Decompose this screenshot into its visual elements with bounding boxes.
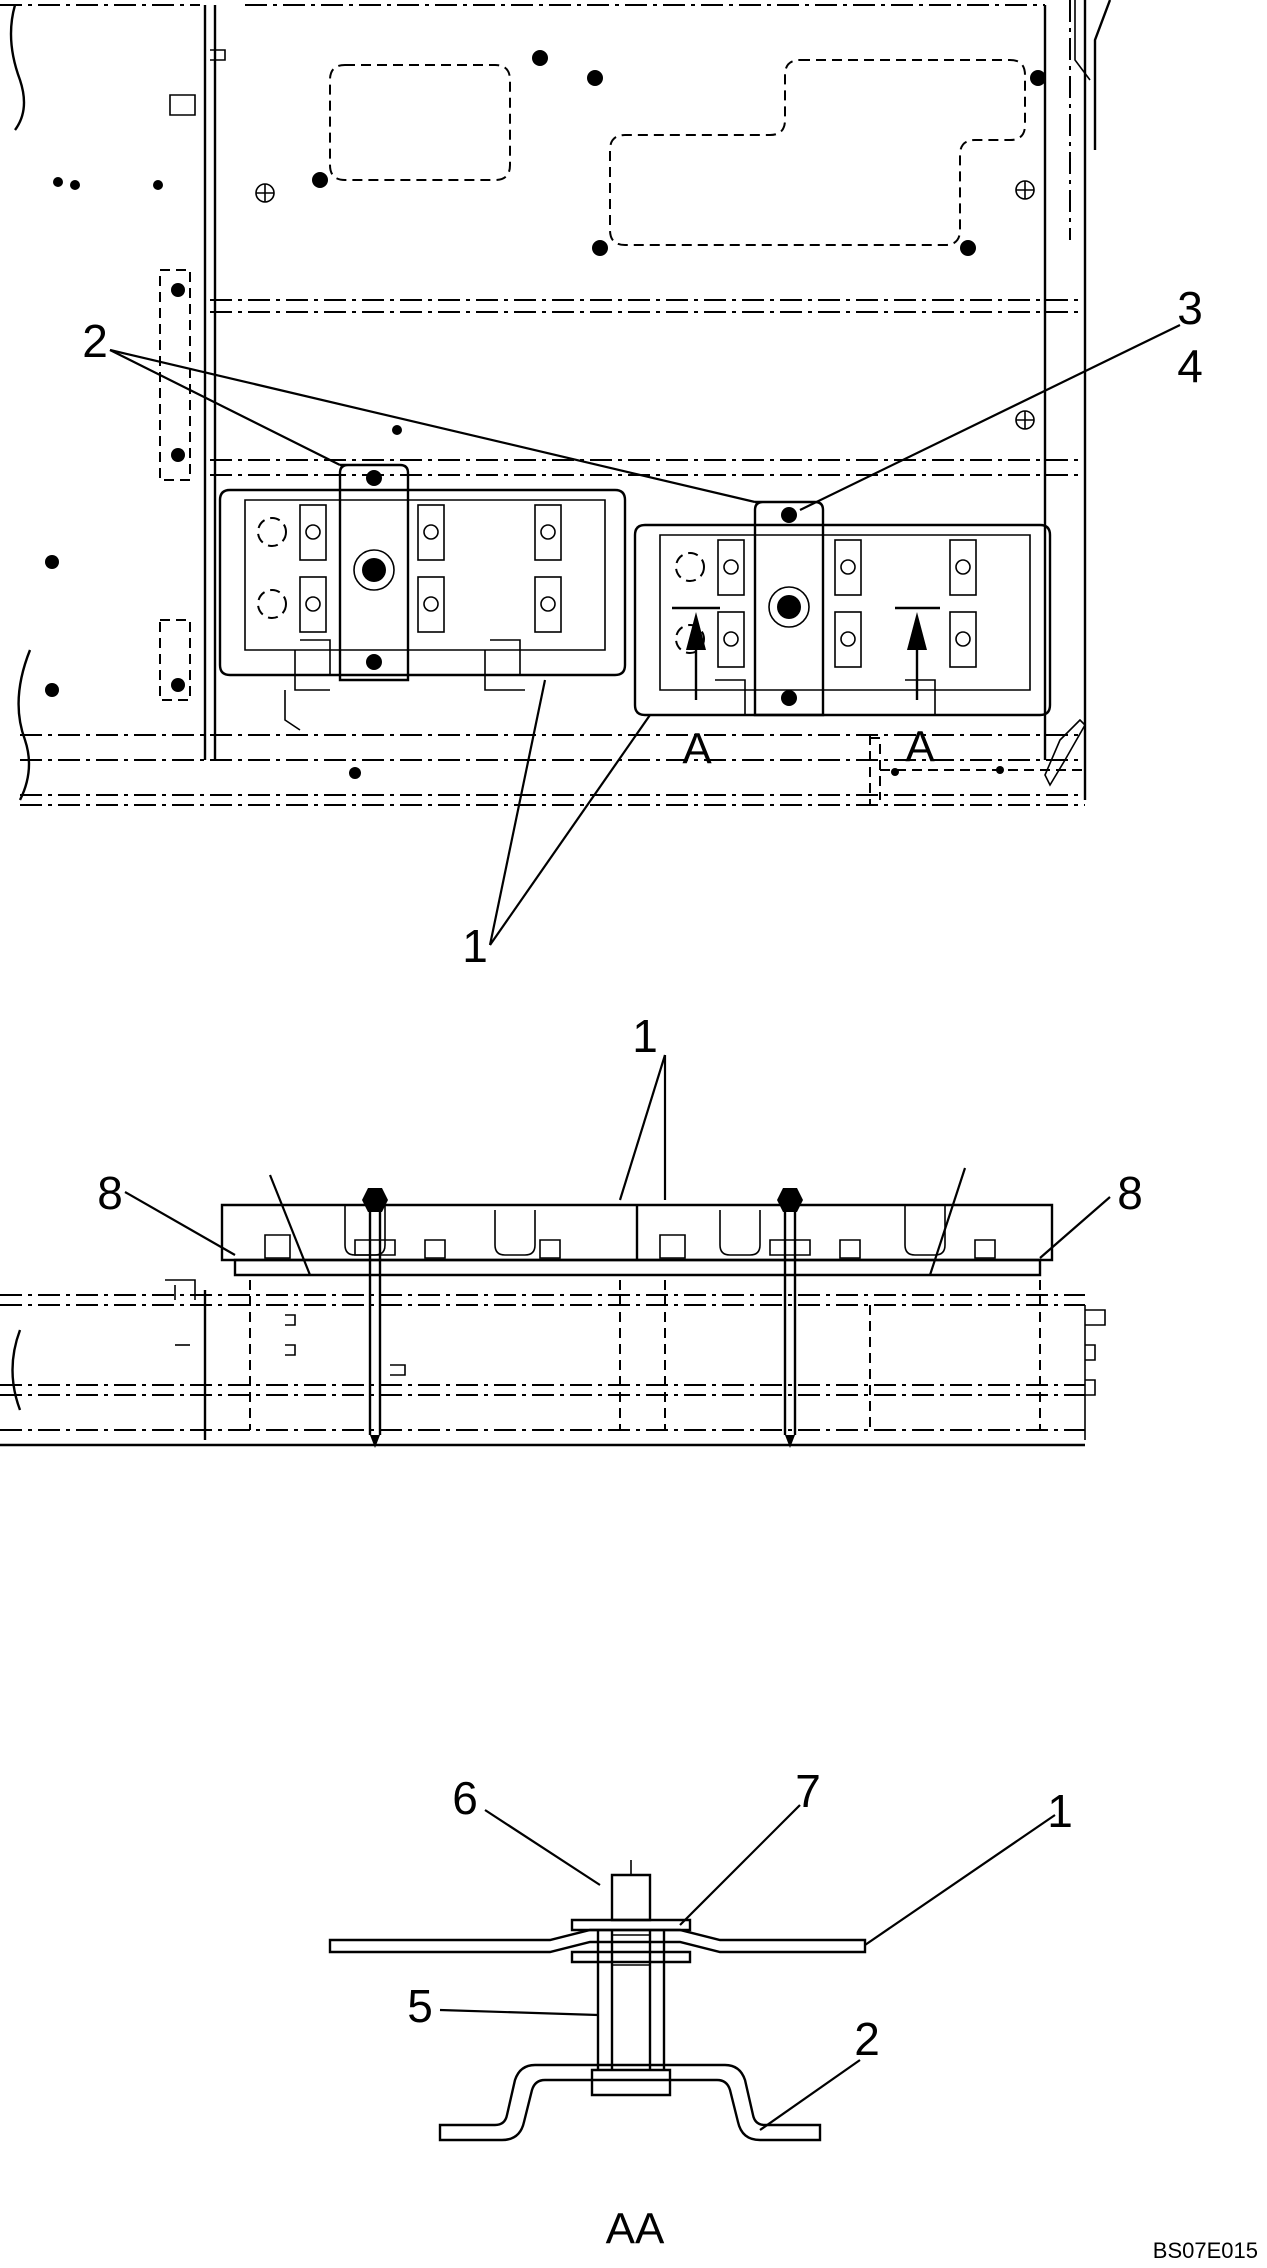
callout-7: 7 bbox=[795, 1765, 821, 1817]
detail-aa: 6 7 1 5 2 AA bbox=[328, 1765, 1073, 2254]
bolt-heads bbox=[45, 50, 1046, 779]
battery-right bbox=[633, 500, 1052, 717]
crosshair-holes bbox=[255, 180, 1035, 430]
callout-2-top: 2 bbox=[82, 315, 108, 367]
callout-6: 6 bbox=[452, 1772, 478, 1824]
section-mark-a-left: A bbox=[682, 725, 712, 774]
callout-8-left: 8 bbox=[97, 1167, 123, 1219]
callout-1-detail: 1 bbox=[1047, 1785, 1073, 1837]
side-view: 1 8 8 bbox=[0, 1010, 1143, 1448]
callout-2-detail: 2 bbox=[854, 2013, 880, 2065]
detail-label-aa: AA bbox=[606, 2205, 665, 2254]
callout-5: 5 bbox=[407, 1980, 433, 2032]
callout-4: 4 bbox=[1177, 340, 1203, 392]
drawing-code: BS07E015 bbox=[1153, 2238, 1258, 2263]
section-mark-a-right: A bbox=[905, 723, 935, 772]
callout-3: 3 bbox=[1177, 282, 1203, 334]
callout-1-top: 1 bbox=[462, 920, 488, 972]
battery-left bbox=[218, 463, 627, 731]
callout-1-mid: 1 bbox=[632, 1010, 658, 1062]
callout-8-right: 8 bbox=[1117, 1167, 1143, 1219]
top-view: 2 3 4 1 A A bbox=[0, 0, 1203, 972]
